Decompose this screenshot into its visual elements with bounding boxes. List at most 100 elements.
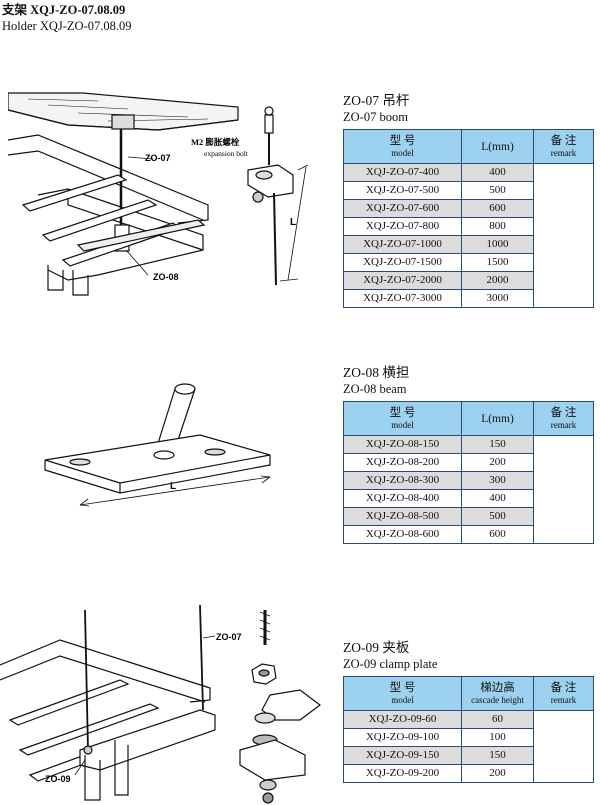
model-cell: XQJ-ZO-07-500 (343, 181, 462, 200)
remark-cell (533, 710, 594, 783)
length-cell: 1000 (461, 235, 534, 254)
label-zo08: ZO-08 (153, 272, 179, 282)
header-label: 型 号 (389, 681, 416, 694)
header-label: model (391, 147, 414, 158)
beam-drawing: L (30, 375, 330, 525)
boom-assembly-drawing: ZO-07 ZO-08 M2 膨胀螺栓 expansion bolt L (8, 85, 338, 305)
model-cell: XQJ-ZO-08-600 (343, 525, 462, 544)
model-cell: XQJ-ZO-08-500 (343, 507, 462, 526)
header-label: remark (550, 147, 577, 158)
header-label: 型 号 (389, 134, 416, 147)
model-cell: XQJ-ZO-07-400 (343, 163, 462, 182)
length-cell: 500 (461, 507, 534, 526)
remark-cell (533, 163, 594, 308)
length-cell: 3000 (461, 289, 534, 308)
model-cell: XQJ-ZO-07-800 (343, 217, 462, 236)
model-cell: XQJ-ZO-08-200 (343, 453, 462, 472)
section-title-cn: ZO-09 夹板 (343, 640, 410, 655)
header-label: 型 号 (389, 406, 416, 419)
header-label: 备 注 (550, 681, 577, 694)
section-title-en: ZO-08 beam (343, 382, 407, 396)
length-cell: 200 (461, 453, 534, 472)
page-title-en: Holder XQJ-ZO-07.08.09 (2, 19, 132, 33)
header-label: model (391, 419, 414, 430)
header-label: 梯边高 (480, 681, 515, 694)
header-length: L(mm) (461, 129, 534, 164)
length-cell: 400 (461, 489, 534, 508)
label-dim-l: L (170, 481, 176, 492)
length-cell: 150 (461, 435, 534, 454)
length-cell: 600 (461, 199, 534, 218)
length-cell: 400 (461, 163, 534, 182)
model-cell: XQJ-ZO-07-600 (343, 199, 462, 218)
header-label: 备 注 (550, 406, 577, 419)
section-title-cn: ZO-08 横担 (343, 365, 410, 380)
label-expansion-bolt-cn: M2 膨胀螺栓 (191, 137, 240, 147)
page-title: 支架 XQJ-ZO-07.08.09 Holder XQJ-ZO-07.08.0… (2, 2, 132, 34)
model-cell: XQJ-ZO-07-2000 (343, 271, 462, 290)
length-cell: 600 (461, 525, 534, 544)
section-title-en: ZO-09 clamp plate (343, 657, 438, 671)
model-cell: XQJ-ZO-07-1000 (343, 235, 462, 254)
label-expansion-bolt-en: expansion bolt (204, 149, 249, 158)
model-cell: XQJ-ZO-07-3000 (343, 289, 462, 308)
header-label: remark (550, 694, 577, 705)
length-cell: 300 (461, 471, 534, 490)
model-cell: XQJ-ZO-08-300 (343, 471, 462, 490)
model-cell: XQJ-ZO-08-150 (343, 435, 462, 454)
label-zo07: ZO-07 (145, 153, 171, 163)
clamp-plate-drawing: ZO-07 ZO-09 (0, 600, 330, 805)
model-cell: XQJ-ZO-09-200 (343, 764, 462, 783)
header-length: L(mm) (461, 401, 534, 436)
length-cell: 200 (461, 764, 534, 783)
section-title-en: ZO-07 boom (343, 110, 408, 124)
model-cell: XQJ-ZO-08-400 (343, 489, 462, 508)
length-cell: 2000 (461, 271, 534, 290)
header-label: cascade height (471, 694, 524, 705)
length-cell: 1500 (461, 253, 534, 272)
page-title-cn: 支架 XQJ-ZO-07.08.09 (2, 3, 126, 17)
label-zo09: ZO-09 (45, 774, 71, 784)
label-zo07: ZO-07 (216, 632, 242, 642)
model-cell: XQJ-ZO-07-1500 (343, 253, 462, 272)
label-dim-l: L (290, 217, 296, 228)
length-cell: 100 (461, 728, 534, 747)
header-label: 备 注 (550, 134, 577, 147)
section-title-cn: ZO-07 吊杆 (343, 93, 410, 108)
model-cell: XQJ-ZO-09-150 (343, 746, 462, 765)
length-cell: 150 (461, 746, 534, 765)
length-cell: 800 (461, 217, 534, 236)
model-cell: XQJ-ZO-09-100 (343, 728, 462, 747)
header-label: L(mm) (481, 412, 514, 425)
model-cell: XQJ-ZO-09-60 (343, 710, 462, 729)
remark-cell (533, 435, 594, 544)
header-label: L(mm) (481, 140, 514, 153)
length-cell: 60 (461, 710, 534, 729)
